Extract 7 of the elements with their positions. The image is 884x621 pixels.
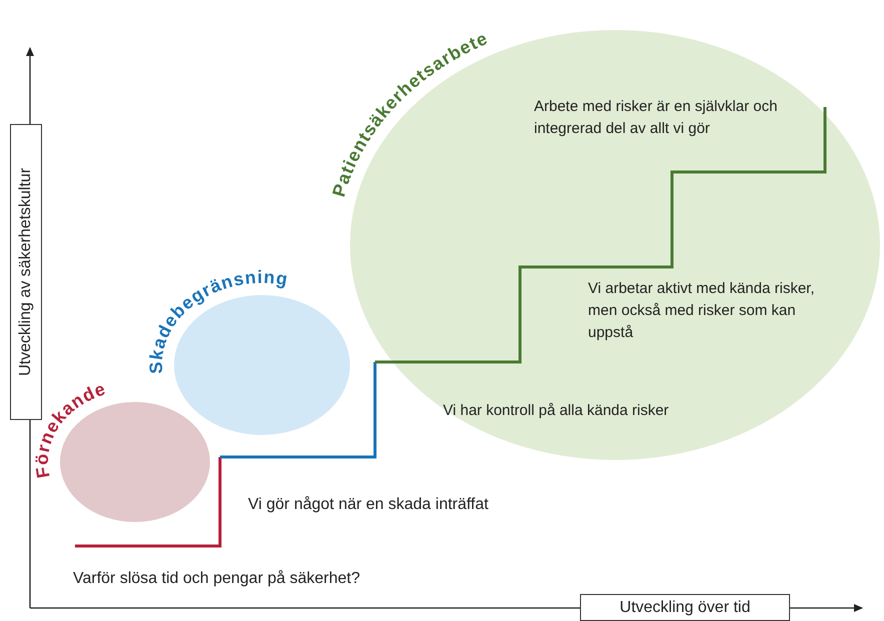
stage-description: Arbete med risker är en självklar och integrerad del av allt vi gör [534,97,778,139]
stage-description: Vi gör något när en skada inträffat [248,495,488,515]
stage-description: Varför slösa tid och pengar på säkerhet? [73,569,360,589]
axis-label: Utveckling av säkerhetskultur [10,124,42,420]
axis-label: Utveckling över tid [580,594,790,621]
stage-description: Vi har kontroll på alla kända risker [443,401,670,421]
stage-description: Vi arbetar aktivt med kända risker, men också med risker som kan uppstå [588,279,816,343]
